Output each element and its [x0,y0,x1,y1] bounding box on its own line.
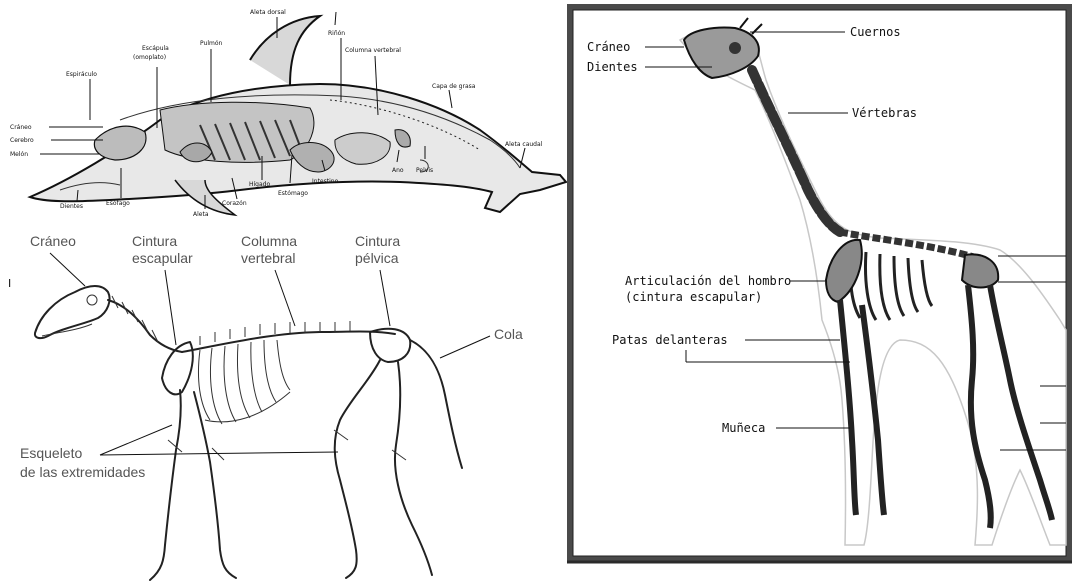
dolphin-label-espiraculo: Espiráculo [66,71,97,78]
dolphin-label-craneo: Cráneo [10,124,32,131]
dolphin-label-higado: Hígado [249,181,270,188]
quadruped-label-cintura-escapular: Cintura [132,233,177,249]
quadruped-label-columna: Columna [241,233,297,249]
quadruped-labels: Cráneo Cintura escapular Columna vertebr… [20,233,523,480]
dolphin-label-dientes: Dientes [60,203,83,210]
dolphin-label-ano: Ano [392,167,404,174]
quadruped-label-cola: Cola [494,326,523,342]
dolphin-label-aleta: Aleta [193,211,209,218]
dolphin-label-rinon: Riñón [328,30,345,37]
giraffe-label-vertebras: Vértebras [852,106,917,120]
quadruped-label-extremidades-2: de las extremidades [20,464,145,480]
quadruped-label-cintura-pelvica-2: pélvica [355,250,399,266]
giraffe-label-hombro-2: (cintura escapular) [625,290,762,304]
giraffe-label-hombro: Articulación del hombro [625,274,791,288]
dolphin-label-escapula: Escápula [142,45,169,52]
dolphin-label-cerebro: Cerebro [10,137,34,144]
dolphin-label-corazon: Corazón [222,200,247,207]
giraffe-diagram: Cuernos Cráneo Dientes Vértebras Articul… [567,4,1072,562]
dolphin-label-aleta-dorsal: Aleta dorsal [250,9,286,16]
quadruped-label-cintura-pelvica: Cintura [355,233,400,249]
dolphin-label-estomago: Estómago [278,190,308,197]
giraffe-label-dientes: Dientes [587,60,638,74]
dolphin-label-escapula-note: (omoplato) [133,54,166,61]
quadruped-label-extremidades: Esqueleto [20,445,82,461]
dolphin-label-columna-vertebral: Columna vertebral [345,47,401,54]
dolphin-label-pelvis: Pelvis [416,167,433,174]
quadruped-leader-lines [50,253,490,455]
dolphin-illustration [30,16,566,215]
dolphin-label-esofago: Esófago [106,200,130,207]
giraffe-label-muneca: Muñeca [722,421,765,435]
quadruped-label-cintura-escapular-2: escapular [132,250,193,266]
dolphin-label-melon: Melón [10,151,28,158]
giraffe-label-patas-delanteras: Patas delanteras [612,333,728,347]
giraffe-label-cuernos: Cuernos [850,25,901,39]
quadruped-label-columna-2: vertebral [241,250,295,266]
dolphin-diagram: Aleta dorsal Riñón Columna vertebral Pul… [10,9,566,218]
dolphin-label-aleta-caudal: Aleta caudal [505,141,543,148]
quadruped-label-craneo: Cráneo [30,233,76,249]
dolphin-label-pulmon: Pulmón [200,40,222,47]
quadruped-diagram: I [8,233,523,580]
dolphin-label-capa-de-grasa: Capa de grasa [432,83,476,90]
quadruped-marker: I [8,277,11,290]
dolphin-label-intestino: Intestino [312,178,339,185]
giraffe-label-craneo: Cráneo [587,40,630,54]
quadruped-skeleton [35,286,462,580]
